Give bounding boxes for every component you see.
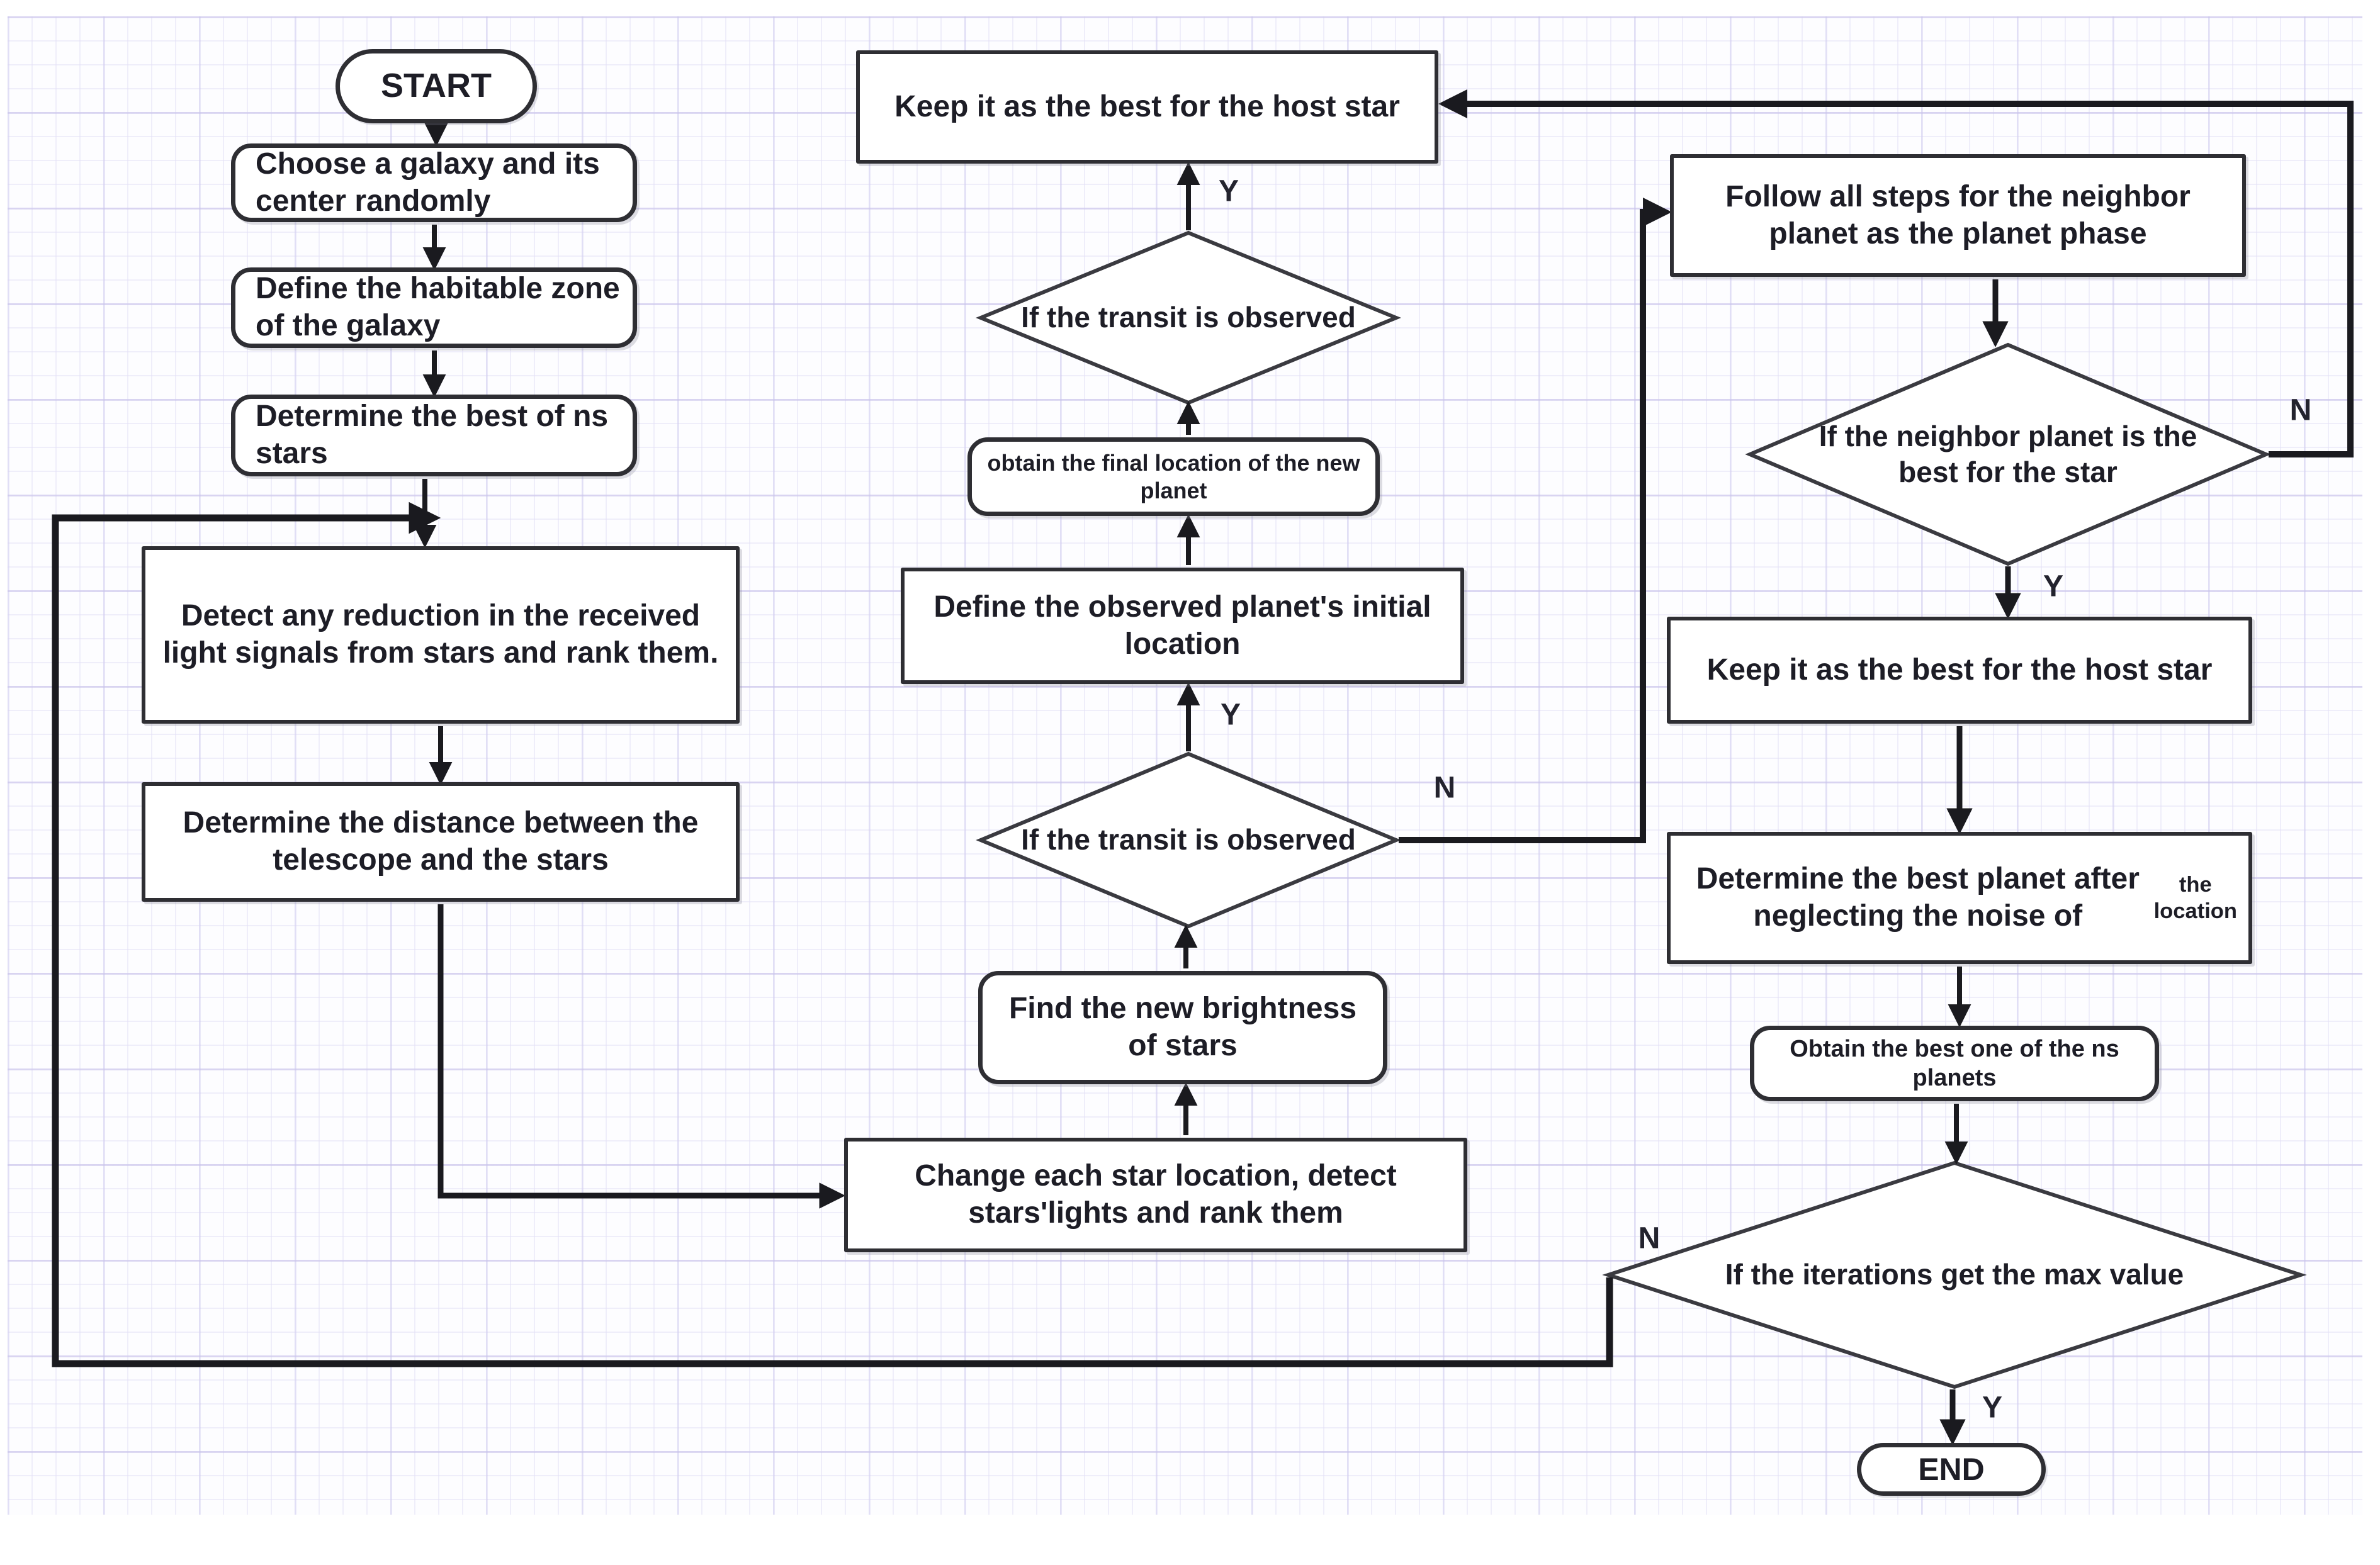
node-choose-galaxy: Choose a galaxy and its center randomly bbox=[231, 143, 637, 222]
node-obtain-final-location-text: obtain the final location of the new pla… bbox=[987, 449, 1360, 503]
edge-iterations-no-feedback bbox=[52, 502, 1613, 1367]
node-determine-best-planet-text: Determine the best planet after neglecti… bbox=[1696, 862, 2140, 933]
node-obtain-best-planets-text: Obtain the best one of the ns planets bbox=[1790, 1035, 2119, 1091]
node-keep-best-host-star-right: Keep it as the best for the host star bbox=[1667, 617, 2252, 724]
node-define-habitable-zone-text: Define the habitable zone of the galaxy bbox=[256, 272, 620, 342]
node-iterations-max-decision-shape bbox=[1602, 1160, 2307, 1389]
node-find-new-brightness: Find the new brightness of stars bbox=[978, 971, 1387, 1084]
node-determine-best-planet-text-small: the location bbox=[2153, 872, 2237, 923]
node-find-new-brightness-text: Find the new brightness of stars bbox=[1008, 992, 1357, 1062]
flow-arrows bbox=[52, 89, 2354, 1445]
node-change-star-location: Change each star location, detect stars'… bbox=[844, 1138, 1467, 1252]
node-determine-best-ns-stars-text: Determine the best of ns stars bbox=[256, 400, 609, 470]
node-keep-best-host-star-top: Keep it as the best for the host star bbox=[856, 50, 1438, 164]
node-end-text: END bbox=[1918, 1451, 1985, 1487]
node-determine-distance-text: Determine the distance between the teles… bbox=[183, 806, 699, 877]
edge-transittop-yes-label: Y bbox=[1218, 174, 1239, 208]
edge-iterations-no-feedback-label: N bbox=[1638, 1221, 1661, 1255]
node-define-initial-location: Define the observed planet's initial loc… bbox=[901, 568, 1464, 684]
edge-distance-to-change bbox=[437, 904, 845, 1209]
edge-transitlow-no bbox=[1399, 198, 1672, 843]
edge-neighbor-no-label: N bbox=[2289, 393, 2312, 427]
node-determine-best-ns-stars: Determine the best of ns stars bbox=[231, 395, 637, 476]
node-transit-observed-top-shape bbox=[976, 230, 1401, 405]
node-follow-neighbor-steps-text: Follow all steps for the neighbor planet… bbox=[1725, 179, 2191, 250]
node-detect-reduction: Detect any reduction in the received lig… bbox=[142, 546, 740, 724]
node-define-initial-location-text: Define the observed planet's initial loc… bbox=[933, 590, 1431, 661]
node-change-star-location-text: Change each star location, detect stars'… bbox=[915, 1159, 1397, 1230]
node-start: START bbox=[336, 49, 537, 123]
edge-transitlow-yes-label: Y bbox=[1220, 698, 1241, 732]
edge-transitlow-no-label: N bbox=[1433, 771, 1456, 805]
node-define-habitable-zone: Define the habitable zone of the galaxy bbox=[231, 267, 637, 348]
node-choose-galaxy-text: Choose a galaxy and its center randomly bbox=[256, 147, 600, 218]
node-keep-best-host-star-right-text: Keep it as the best for the host star bbox=[1706, 653, 2213, 687]
node-determine-best-planet: Determine the best planet after neglecti… bbox=[1667, 832, 2252, 964]
node-obtain-final-location: obtain the final location of the new pla… bbox=[967, 437, 1380, 516]
node-keep-best-host-star-top-text: Keep it as the best for the host star bbox=[894, 89, 1400, 123]
edge-neighbor-yes-label: Y bbox=[2043, 569, 2064, 603]
edge-neighbor-no bbox=[1438, 89, 2354, 457]
node-obtain-best-planets: Obtain the best one of the ns planets bbox=[1750, 1026, 2159, 1101]
node-determine-distance: Determine the distance between the teles… bbox=[142, 782, 740, 902]
node-follow-neighbor-steps: Follow all steps for the neighbor planet… bbox=[1670, 154, 2246, 277]
node-start-text: START bbox=[381, 67, 492, 105]
node-end: END bbox=[1857, 1443, 2046, 1496]
decision-shapes bbox=[976, 230, 2307, 1389]
node-transit-observed-lower-shape bbox=[976, 751, 1401, 929]
edge-iterations-yes-end-label: Y bbox=[1982, 1391, 2003, 1425]
node-detect-reduction-text: Detect any reduction in the received lig… bbox=[162, 599, 719, 670]
node-neighbor-best-decision-shape bbox=[1745, 342, 2271, 566]
